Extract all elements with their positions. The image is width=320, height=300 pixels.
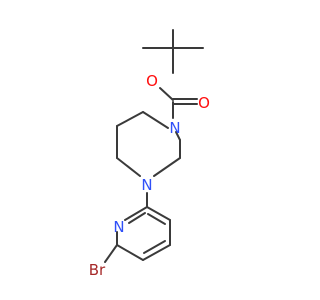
atom-label-oxygen-ether: O	[146, 72, 158, 90]
bond-pyr-c2-n1	[124, 206, 148, 221]
bond-pyr-c6-c5	[116, 244, 144, 261]
bond-ring-c2-c3	[116, 111, 144, 127]
atom-label-oxygen-carbonyl: O	[198, 94, 210, 112]
bond-lines	[104, 29, 204, 263]
molecule-structure: O O N N N Br	[89, 29, 210, 279]
bond-ring-c7-n1	[175, 131, 181, 141]
bond-pyr-c2-n1-inner	[128, 212, 146, 224]
bond-ring-n1-c2	[142, 111, 169, 129]
bond-pyr-to-bromine	[104, 244, 118, 263]
bond-pyr-c5-c4	[142, 244, 171, 261]
atom-label-nitrogen-ring-4: N	[141, 176, 152, 194]
atom-label-bromine: Br	[89, 261, 106, 279]
bond-pyr-c3-c2-inner	[147, 213, 166, 225]
atom-label-nitrogen-ring-1: N	[169, 119, 180, 137]
atom-label-nitrogen-pyridine: N	[113, 218, 124, 236]
bond-ring-c4-n5	[116, 157, 141, 177]
bond-ring-n5-c6	[153, 157, 181, 177]
bond-pyr-c3-c2	[146, 206, 171, 221]
bond-pyr-c5-c4-inner	[143, 240, 166, 254]
bond-oxygen-to-carbonyl	[159, 87, 174, 101]
atom-labels: O O N N N Br	[89, 72, 210, 279]
